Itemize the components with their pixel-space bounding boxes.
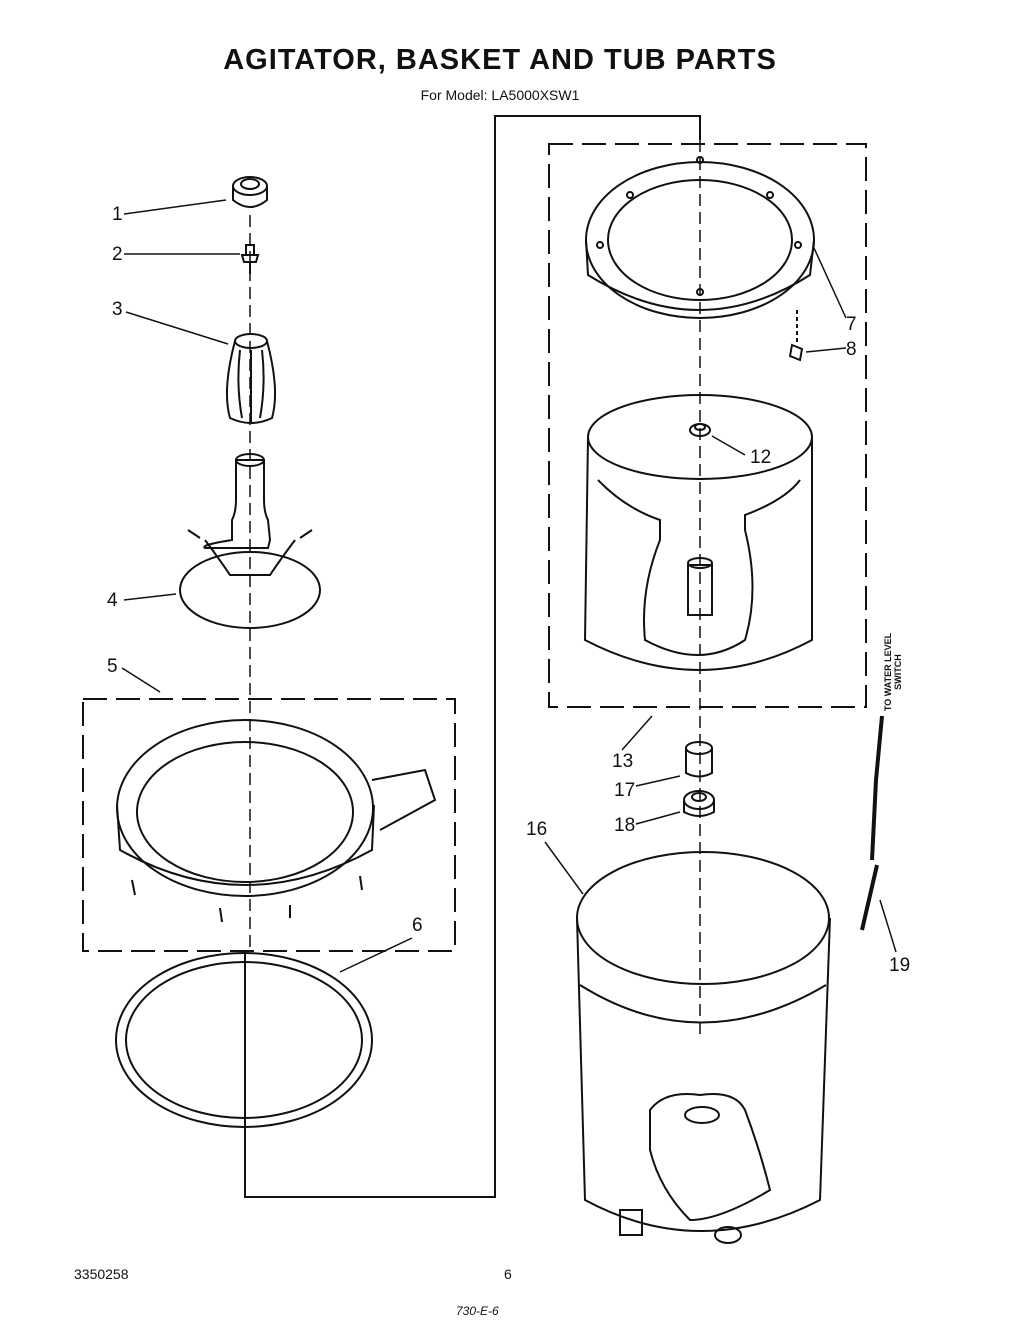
footer-code: 730-E-6 — [456, 1304, 499, 1318]
group-box-13 — [548, 143, 867, 708]
document-number: 3350258 — [74, 1266, 129, 1282]
callout-5: 5 — [107, 656, 118, 677]
callout-13: 13 — [612, 751, 634, 772]
part-coupling — [685, 741, 713, 778]
callout-12: 12 — [750, 447, 772, 468]
part-basket-ring — [585, 156, 815, 319]
callout-18: 18 — [614, 815, 636, 836]
callout-7: 7 — [846, 314, 857, 335]
callout-1: 1 — [112, 204, 123, 225]
page-title: AGITATOR, BASKET AND TUB PARTS — [223, 44, 777, 76]
water-level-note-line1: TO WATER LEVEL — [883, 632, 893, 712]
callout-8: 8 — [846, 339, 857, 360]
part-outer-tub — [576, 851, 831, 1244]
part-basket — [583, 394, 813, 671]
part-hose — [860, 715, 884, 931]
callout-17: 17 — [614, 780, 636, 801]
part-agitator-barrel — [226, 333, 276, 424]
assembly-connector-line — [244, 115, 701, 1198]
water-level-switch-note: TO WATER LEVEL SWITCH — [883, 632, 903, 712]
part-screw — [788, 310, 804, 362]
page-number: 6 — [504, 1266, 512, 1282]
leader-lines — [121, 199, 897, 973]
part-agitator-cap — [232, 176, 268, 208]
part-tub-ring — [116, 719, 437, 923]
group-box-5 — [82, 698, 456, 952]
callout-19: 19 — [889, 955, 911, 976]
part-agitator-base — [179, 453, 321, 629]
part-nut — [689, 423, 711, 437]
callout-16: 16 — [526, 819, 548, 840]
callout-6: 6 — [412, 915, 423, 936]
model-subtitle: For Model: LA5000XSW1 — [420, 87, 580, 103]
water-level-note-line2: SWITCH — [893, 654, 903, 690]
part-gasket-ring — [115, 952, 373, 1128]
callout-4: 4 — [107, 590, 118, 611]
part-seal — [683, 790, 715, 817]
callout-2: 2 — [112, 244, 123, 265]
callout-3: 3 — [112, 299, 123, 320]
part-agitator-bolt — [240, 244, 260, 274]
